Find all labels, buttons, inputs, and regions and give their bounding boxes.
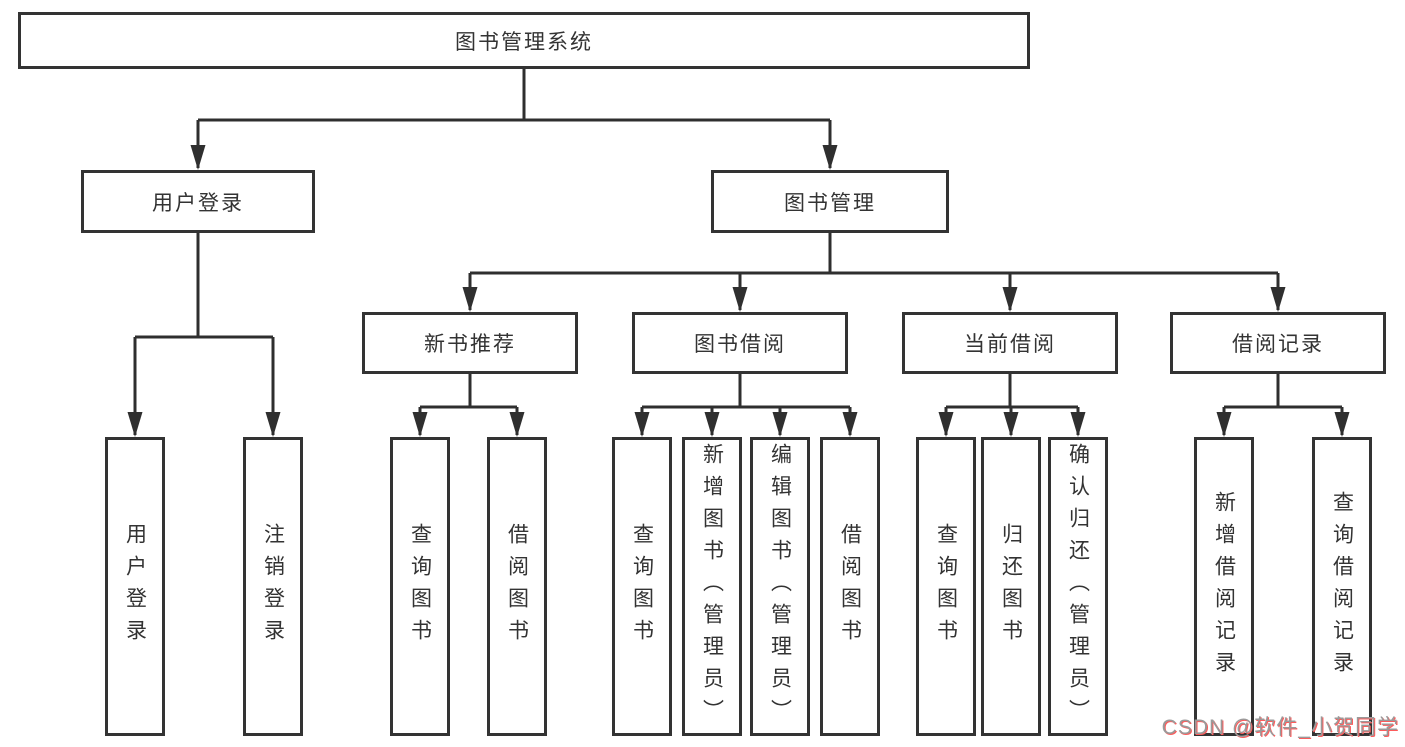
node-book-management: 图书管理 — [711, 170, 949, 233]
leaf-edit-book-admin: 编辑图书（管理员） — [750, 437, 810, 736]
leaf-confirm-return-admin: 确认归还（管理员） — [1048, 437, 1108, 736]
node-user-login: 用户登录 — [81, 170, 315, 233]
leaf-return-book: 归还图书 — [981, 437, 1041, 736]
csdn-watermark: CSDN @软件_小贺同学 — [1161, 716, 1399, 739]
leaf-query-books-3: 查询图书 — [916, 437, 976, 736]
leaf-add-borrow-record: 新增借阅记录 — [1194, 437, 1254, 736]
node-new-book-recommend: 新书推荐 — [362, 312, 578, 374]
node-borrow-records: 借阅记录 — [1170, 312, 1386, 374]
leaf-borrow-books-1: 借阅图书 — [487, 437, 547, 736]
node-book-borrow: 图书借阅 — [632, 312, 848, 374]
leaf-add-book-admin: 新增图书（管理员） — [682, 437, 742, 736]
leaf-borrow-books-2: 借阅图书 — [820, 437, 880, 736]
leaf-query-borrow-record: 查询借阅记录 — [1312, 437, 1372, 736]
node-current-borrow: 当前借阅 — [902, 312, 1118, 374]
leaf-query-books-2: 查询图书 — [612, 437, 672, 736]
node-library-system: 图书管理系统 — [18, 12, 1030, 69]
leaf-user-login: 用户登录 — [105, 437, 165, 736]
leaf-logout: 注销登录 — [243, 437, 303, 736]
leaf-query-books-1: 查询图书 — [390, 437, 450, 736]
